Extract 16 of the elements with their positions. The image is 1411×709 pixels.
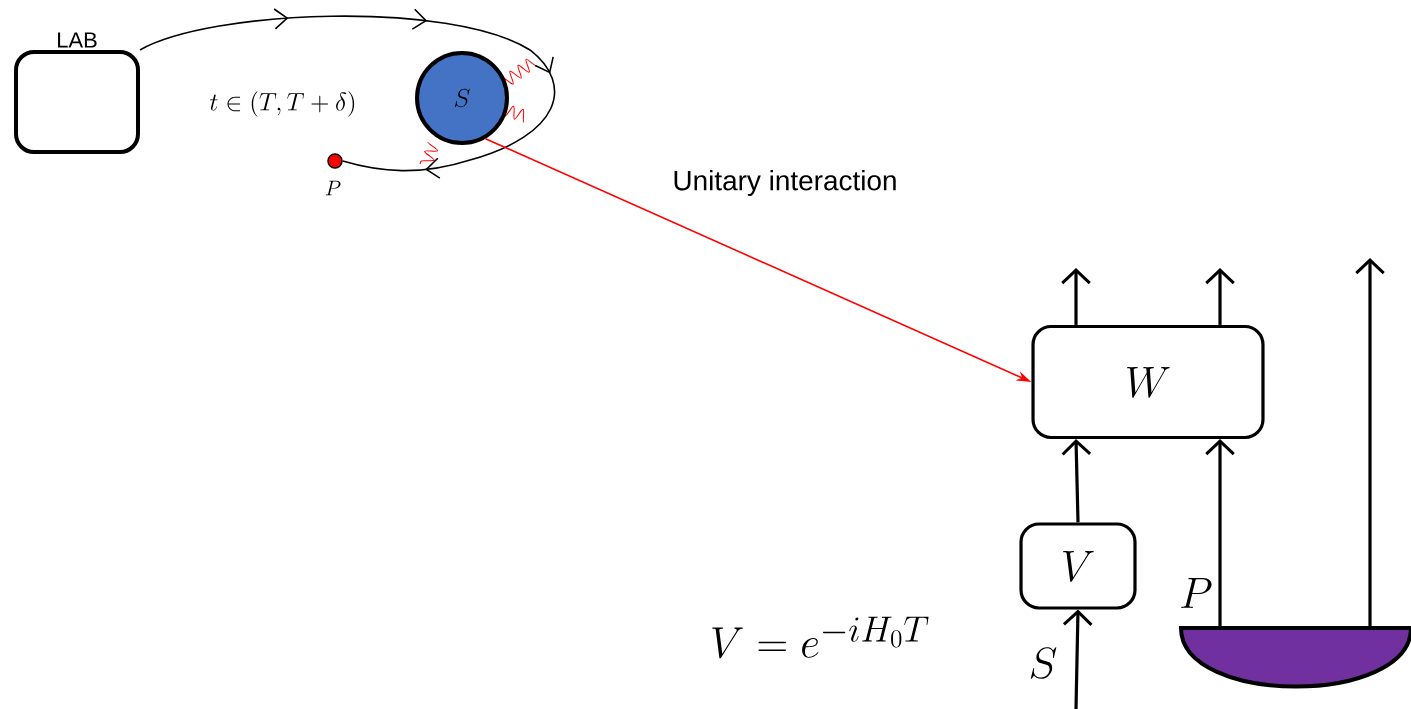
arrow [1355,258,1385,628]
node-caption: $P$ [325,180,341,196]
node-label: LAB [58,32,97,48]
edge-label: Unitary interaction [670,168,900,198]
arrow [1205,439,1235,628]
detector-drawing [1179,626,1411,689]
edge-label: $S$ [1026,646,1060,680]
arrow [1062,609,1093,709]
formula-label: $t \in (T, T+\delta)$ [209,91,355,117]
formula-label: $V = e^{-iH_0T}$ [712,616,929,659]
process-box: LAB [14,32,140,154]
node-caption: $P$ [1181,578,1212,608]
process-box: $V$ [1019,522,1137,610]
particle-dot [327,153,343,169]
process-box: $W$ [1031,324,1265,440]
arrow [1061,439,1092,523]
